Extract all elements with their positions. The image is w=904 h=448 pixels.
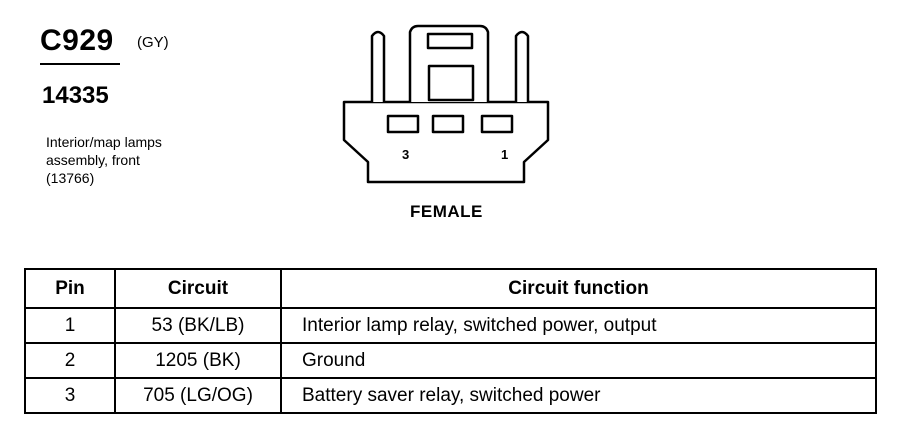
- part-number: 14335: [42, 82, 109, 109]
- cell-pin: 3: [24, 377, 116, 414]
- center-latch-window: [427, 64, 475, 102]
- connector-id-underline: [40, 63, 120, 65]
- cell-circuit: 53 (BK/LB): [114, 307, 282, 344]
- pin-cavity-1: [480, 114, 514, 134]
- table-row: 1 53 (BK/LB) Interior lamp relay, switch…: [24, 307, 877, 344]
- cell-pin: 2: [24, 342, 116, 379]
- connector-gender-label: FEMALE: [410, 202, 483, 221]
- pin-cavity-2: [431, 114, 465, 134]
- left-latch-tab: [370, 30, 386, 102]
- table-row: 3 705 (LG/OG) Battery saver relay, switc…: [24, 377, 877, 414]
- pin-cavity-3: [386, 114, 420, 134]
- right-latch-tab: [514, 30, 530, 102]
- cell-function: Ground: [280, 342, 877, 379]
- pin-label-3: 3: [402, 147, 410, 162]
- header-circuit: Circuit: [114, 268, 282, 309]
- cell-pin: 1: [24, 307, 116, 344]
- description-line: Interior/map lamps: [46, 134, 162, 150]
- header-circuit-function: Circuit function: [280, 268, 877, 309]
- connector-housing: [342, 100, 550, 184]
- cell-function: Interior lamp relay, switched power, out…: [280, 307, 877, 344]
- description-line: (13766): [46, 170, 95, 186]
- cell-function: Battery saver relay, switched power: [280, 377, 877, 414]
- connector-color-code: (GY): [137, 34, 169, 51]
- cell-circuit: 705 (LG/OG): [114, 377, 282, 414]
- description-line: assembly, front: [46, 152, 140, 168]
- pin-label-1: 1: [501, 147, 509, 162]
- cell-circuit: 1205 (BK): [114, 342, 282, 379]
- connector-description: Interior/map lamps assembly, front (1376…: [46, 133, 216, 187]
- header-pin: Pin: [24, 268, 116, 309]
- table-row: 2 1205 (BK) Ground: [24, 342, 877, 379]
- connector-id: C929: [40, 24, 114, 57]
- table-header-row: Pin Circuit Circuit function: [24, 268, 877, 309]
- connector-face-diagram: [342, 24, 550, 184]
- pinout-table: Pin Circuit Circuit function 1 53 (BK/LB…: [24, 268, 877, 414]
- center-latch-slot: [426, 32, 474, 50]
